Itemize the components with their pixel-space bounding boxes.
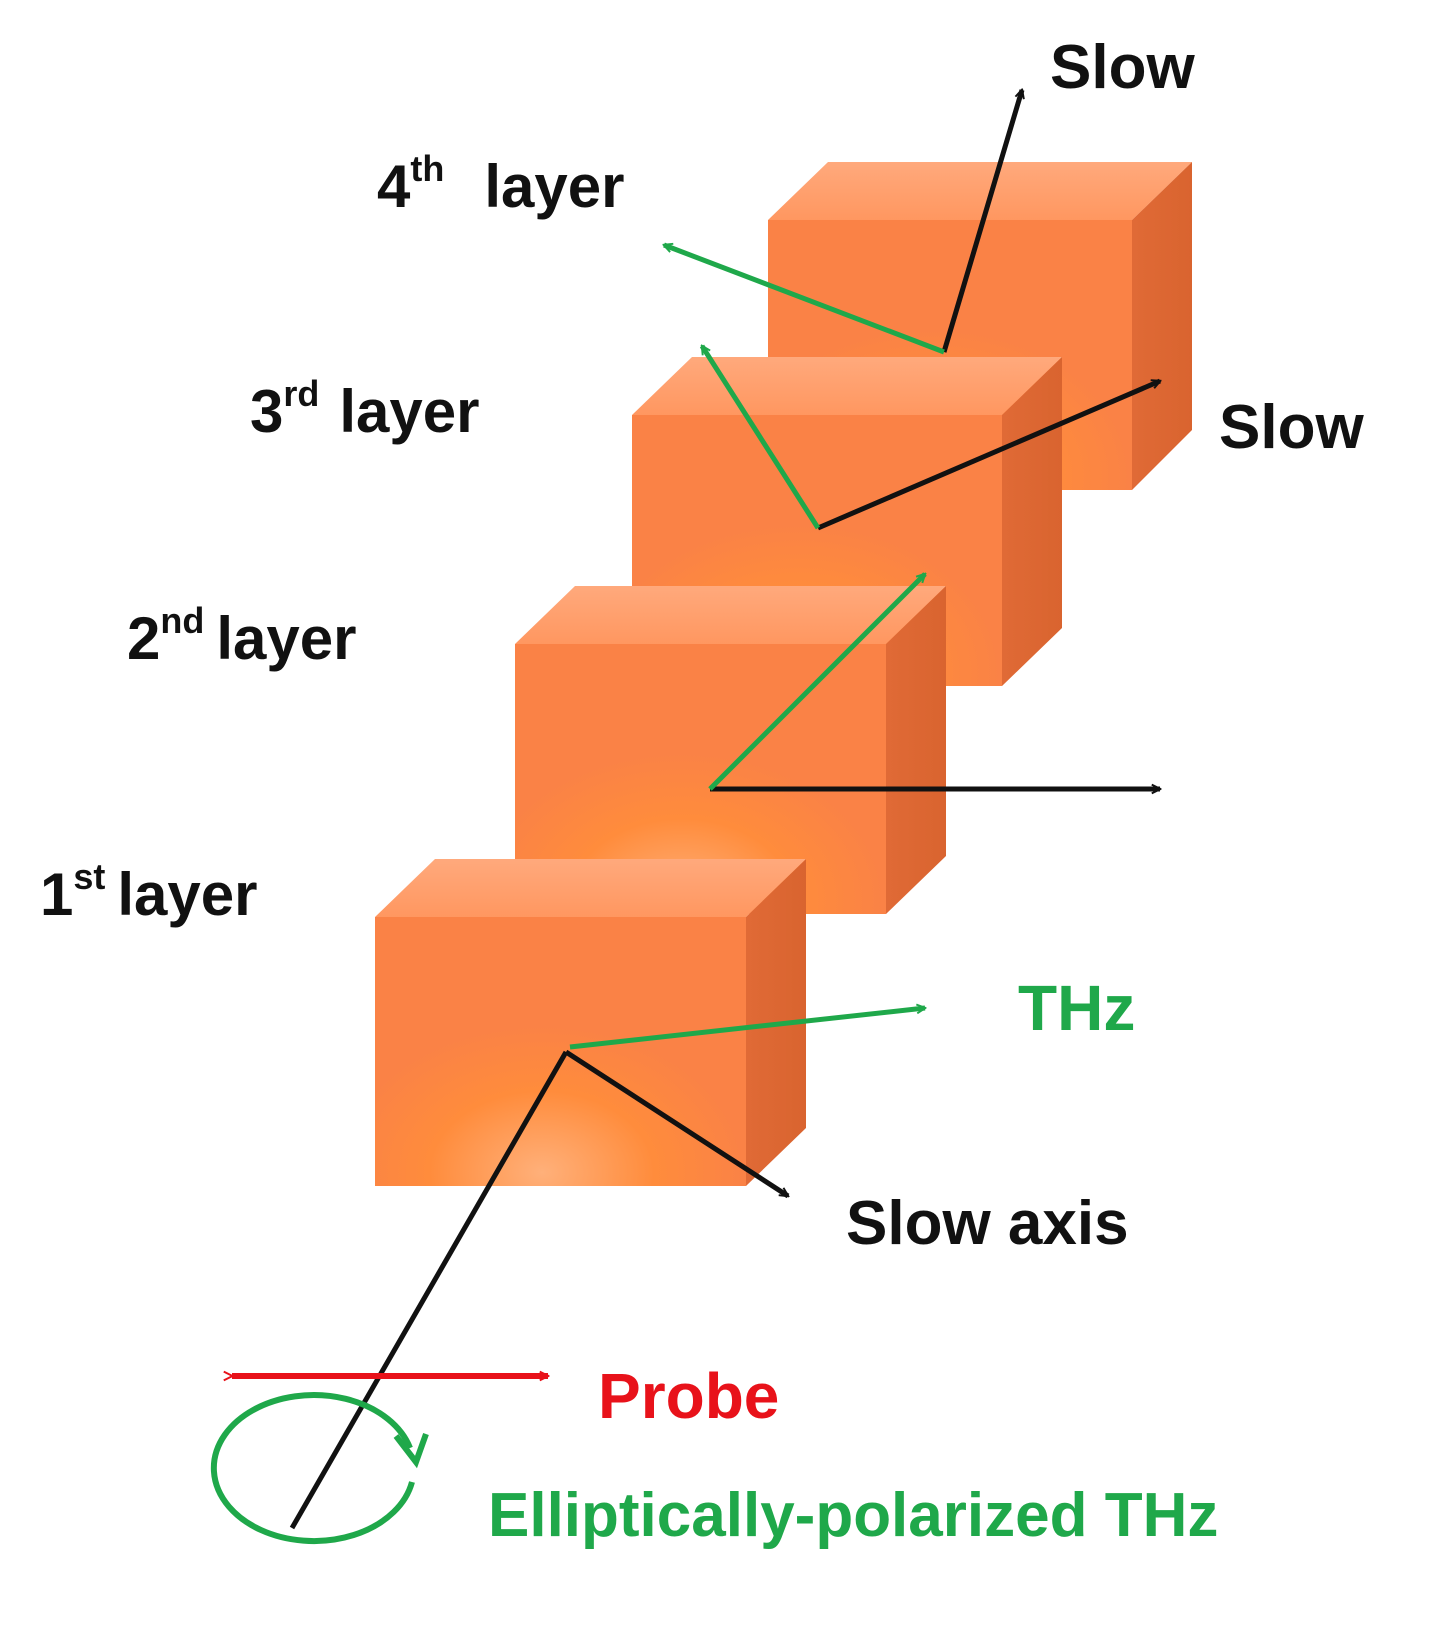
slow-axis-label: Slow axis	[846, 1189, 1129, 1258]
block-2-side	[886, 586, 946, 914]
block-3-top	[632, 357, 1062, 415]
thz-arrow-3	[699, 346, 821, 530]
block-2-top	[515, 586, 946, 644]
crystal-block-1	[375, 859, 806, 1186]
layer-4-word: layer	[484, 153, 624, 220]
block-1-front	[375, 917, 746, 1186]
slow-axis-arrow-3	[817, 378, 1160, 531]
block-4-top	[768, 162, 1192, 220]
elliptical-thz-label: Elliptically-polarized THz	[488, 1481, 1218, 1550]
slow-axis-arrow-1	[564, 1049, 788, 1199]
block-3-side	[1002, 357, 1062, 686]
thz-arrow-2	[708, 574, 925, 791]
elliptical-polarization-icon	[210, 1392, 415, 1545]
slow-axis-arrow-4	[941, 90, 1022, 353]
probe-label: Probe	[598, 1360, 779, 1432]
thz-arrow-1	[569, 1008, 925, 1050]
block-1-top	[375, 859, 806, 917]
layer-4-number: 4	[377, 153, 411, 220]
layer-2-suffix: nd	[160, 600, 204, 641]
elliptical-arrowhead-icon	[393, 1432, 429, 1469]
slow-right-label: Slow	[1219, 393, 1364, 462]
layer-1-number: 1	[40, 861, 73, 928]
probe-beam-line	[289, 1050, 569, 1530]
layer-2-word: layer	[216, 605, 356, 672]
layer-1-suffix: st	[73, 856, 105, 897]
layer-1-word: layer	[117, 861, 257, 928]
thz-arrow-4	[664, 242, 945, 355]
layer-3-number: 3	[250, 378, 283, 445]
layer-4-suffix: th	[410, 148, 444, 189]
crystal-block-2	[515, 586, 946, 914]
thz-label: THz	[1018, 972, 1135, 1044]
block-4-side	[1132, 162, 1192, 490]
slow-top-label: Slow	[1050, 33, 1195, 102]
layer-3-word: layer	[339, 378, 479, 445]
layer-2-number: 2	[127, 605, 160, 672]
layer-3-suffix: rd	[283, 373, 319, 414]
